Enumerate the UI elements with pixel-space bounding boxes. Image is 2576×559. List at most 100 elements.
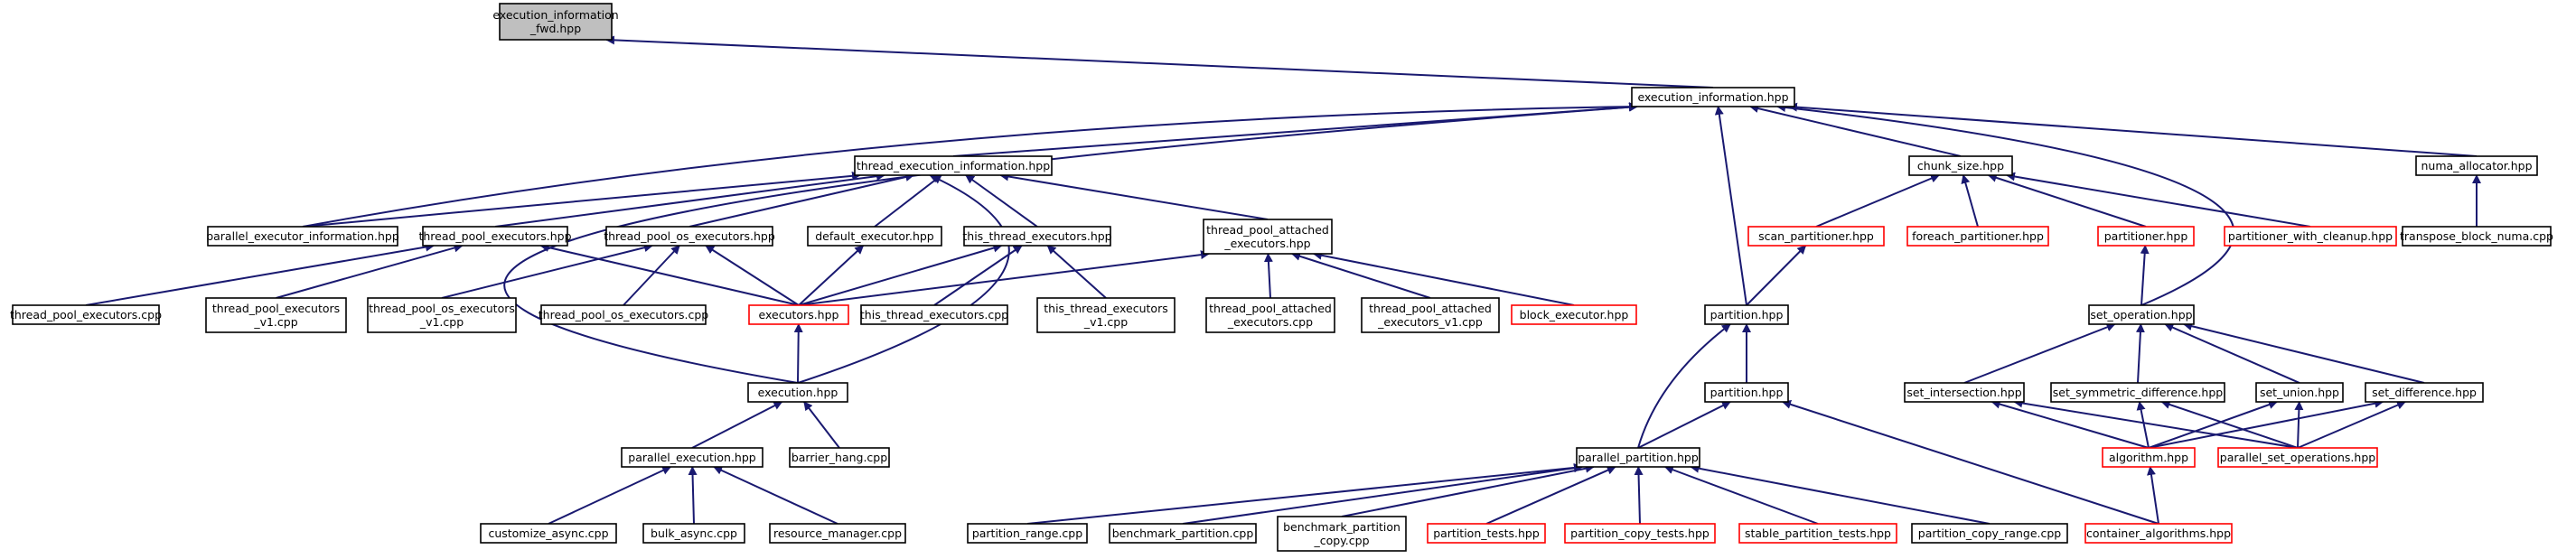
- node-tpae-cpp[interactable]: thread_pool_attached_executors.cpp: [1205, 297, 1335, 333]
- node-su[interactable]: set_union.hpp: [2255, 382, 2344, 403]
- node-cal[interactable]: container_algorithms.hpp: [2084, 523, 2233, 544]
- node-pwc[interactable]: partitioner_with_cleanup.hpp: [2224, 226, 2397, 247]
- node-ca[interactable]: customize_async.cpp: [480, 523, 617, 544]
- node-box: [747, 382, 848, 403]
- node-pt[interactable]: partitioner.hpp: [2097, 226, 2195, 247]
- node-tpae[interactable]: thread_pool_attached_executors.hpp: [1203, 219, 1333, 255]
- edge-n_sd-to-n_so: [2182, 321, 2425, 384]
- node-box: [12, 304, 160, 325]
- node-tpe[interactable]: thread_pool_executors.hpp: [418, 226, 572, 247]
- edge-n_tpoe_cpp-to-n_tpoe: [623, 245, 680, 306]
- node-label: parallel_execution.hpp: [628, 451, 755, 464]
- edge-n_pso-to-n_ssd: [2160, 400, 2299, 449]
- node-be[interactable]: block_executor.hpp: [1511, 304, 1637, 325]
- node-bpc[interactable]: benchmark_partition_copy.cpp: [1277, 516, 1407, 552]
- node-tpoe-v1[interactable]: thread_pool_os_executors_v1.cpp: [367, 297, 517, 333]
- node-label: executors.hpp: [759, 308, 839, 321]
- node-cs[interactable]: chunk_size.hpp: [1908, 155, 2013, 176]
- node-spt[interactable]: stable_partition_tests.hpp: [1738, 523, 1897, 544]
- edge-n_pso-to-n_su: [2294, 401, 2304, 449]
- node-ei[interactable]: execution_information.hpp: [1631, 87, 1795, 107]
- node-tpoe-cpp[interactable]: thread_pool_os_executors.cpp: [539, 304, 709, 325]
- node-box: [2097, 226, 2195, 247]
- node-label: resource_manager.cpp: [773, 526, 902, 540]
- edge-n_exec-to-n_ei: [503, 102, 1638, 384]
- node-box: [1361, 297, 1500, 333]
- node-label: partition_range.cpp: [972, 526, 1082, 540]
- node-box: [1427, 523, 1546, 544]
- node-ssd[interactable]: set_symmetric_difference.hpp: [2050, 382, 2225, 403]
- node-part1[interactable]: partition.hpp: [1704, 304, 1789, 325]
- node-box: [967, 523, 1088, 544]
- node-box: [963, 226, 1111, 247]
- node-label: this_thread_executors.cpp: [860, 308, 1008, 321]
- node-exe[interactable]: executors.hpp: [748, 304, 849, 325]
- node-tte-cpp[interactable]: this_thread_executors.cpp: [860, 304, 1008, 325]
- node-sd[interactable]: set_difference.hpp: [2365, 382, 2484, 403]
- node-bh[interactable]: barrier_hang.cpp: [789, 447, 890, 468]
- node-label: set_difference.hpp: [2372, 386, 2477, 399]
- node-tei[interactable]: thread_execution_information.hpp: [854, 155, 1053, 176]
- node-box: [1906, 226, 2049, 247]
- edge-n_fp-to-n_cs: [1961, 174, 1979, 228]
- node-sp[interactable]: scan_partitioner.hpp: [1747, 226, 1885, 247]
- node-box: [2050, 382, 2225, 403]
- node-box: [789, 447, 890, 468]
- node-tte-v1[interactable]: this_thread_executors_v1.cpp: [1036, 297, 1176, 333]
- node-label: scan_partitioner.hpp: [1758, 229, 1874, 243]
- node-ptests[interactable]: partition_tests.hpp: [1427, 523, 1546, 544]
- edge-n_de-to-n_tei: [874, 174, 942, 228]
- node-label: benchmark_partition.cpp: [1112, 526, 1254, 540]
- edge-n_ptests-to-n_pp: [1485, 466, 1616, 525]
- node-pei[interactable]: parallel_executor_information.hpp: [206, 226, 399, 247]
- node-label: transpose_block_numa.cpp: [2400, 229, 2553, 243]
- node-box: [1036, 297, 1176, 333]
- node-box: [2365, 382, 2484, 403]
- node-pcr[interactable]: partition_copy_range.cpp: [1911, 523, 2068, 544]
- edge-n_bpc-to-n_pp: [1341, 463, 1595, 517]
- node-tte[interactable]: this_thread_executors.hpp: [962, 226, 1112, 247]
- node-label: partition_tests.hpp: [1433, 526, 1540, 540]
- node-fp[interactable]: foreach_partitioner.hpp: [1906, 226, 2049, 247]
- node-box: [1205, 297, 1335, 333]
- node-tpe-v1[interactable]: thread_pool_executors_v1.cpp: [205, 297, 347, 333]
- edge-n_rm-to-n_pe: [713, 466, 838, 525]
- node-box: [642, 523, 745, 544]
- node-label: partitioner.hpp: [2104, 229, 2188, 243]
- node-si[interactable]: set_intersection.hpp: [1904, 382, 2025, 403]
- edge-n_exe-to-n_de: [798, 245, 865, 306]
- node-pp[interactable]: parallel_partition.hpp: [1576, 447, 1700, 468]
- node-pr[interactable]: partition_range.cpp: [967, 523, 1088, 544]
- node-na[interactable]: numa_allocator.hpp: [2415, 155, 2538, 176]
- edge-n_pei-to-n_tei: [302, 171, 861, 228]
- node-label: set_intersection.hpp: [1906, 386, 2021, 399]
- node-label: thread_pool_executors: [212, 302, 340, 315]
- node-ba[interactable]: bulk_async.cpp: [642, 523, 745, 544]
- node-exec[interactable]: execution.hpp: [747, 382, 848, 403]
- node-label: _v1.cpp: [1083, 315, 1128, 329]
- node-alg[interactable]: algorithm.hpp: [2102, 447, 2196, 468]
- node-box: [2217, 447, 2378, 468]
- node-de[interactable]: default_executor.hpp: [807, 226, 942, 247]
- node-box: [1911, 523, 2068, 544]
- node-tpe-cpp[interactable]: thread_pool_executors.cpp: [10, 304, 162, 325]
- edge-n_pp-to-n_part1: [1637, 323, 1731, 449]
- node-box: [769, 523, 906, 544]
- node-tpoe[interactable]: thread_pool_os_executors.hpp: [604, 226, 775, 247]
- node-bp[interactable]: benchmark_partition.cpp: [1109, 523, 1257, 544]
- node-label: _copy.cpp: [1313, 534, 1369, 547]
- node-part2[interactable]: partition.hpp: [1704, 382, 1789, 403]
- node-label: set_symmetric_difference.hpp: [2053, 386, 2224, 399]
- node-rm[interactable]: resource_manager.cpp: [769, 523, 906, 544]
- node-label: set_operation.hpp: [2090, 308, 2192, 321]
- node-tpae-v1[interactable]: thread_pool_attached_executors_v1.cpp: [1361, 297, 1500, 333]
- node-pe[interactable]: parallel_execution.hpp: [621, 447, 763, 468]
- edge-n_ca-to-n_pe: [548, 466, 672, 525]
- node-tbn[interactable]: transpose_block_numa.cpp: [2400, 226, 2553, 247]
- node-fwd[interactable]: execution_information_fwd.hpp: [492, 3, 619, 41]
- edge-n_tpae_cpp-to-n_tpae: [1263, 253, 1273, 299]
- node-so[interactable]: set_operation.hpp: [2088, 304, 2195, 325]
- node-pct[interactable]: partition_copy_tests.hpp: [1564, 523, 1716, 544]
- node-box: [2402, 226, 2552, 247]
- node-pso[interactable]: parallel_set_operations.hpp: [2217, 447, 2378, 468]
